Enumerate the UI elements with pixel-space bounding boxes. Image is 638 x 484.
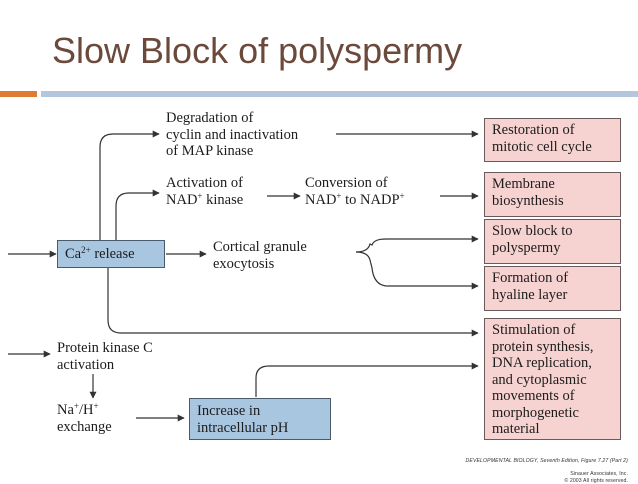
figure-credit: DEVELOPMENTAL BIOLOGY, Seventh Edition, … [465, 458, 628, 484]
protein-kinase-c-label: Protein kinase C activation [57, 340, 153, 373]
title-accent-bar [0, 91, 37, 97]
hyaline-box: Formation of hyaline layer [484, 266, 621, 311]
restoration-box: Restoration of mitotic cell cycle [484, 118, 621, 162]
exchange-label: Na+/H+ exchange [57, 401, 112, 435]
brace-cortical [355, 235, 479, 253]
activation-nad-kinase-label: Activation of NAD+ kinase [166, 175, 244, 208]
arrow-ph-stimulation [255, 362, 479, 397]
slide-title: Slow Block of polyspermy [52, 30, 463, 71]
increase-ph-box: Increase in intracellular pH [189, 398, 331, 440]
stimulation-box: Stimulation of protein synthesis, DNA re… [484, 318, 621, 440]
brace-cortical-lower [355, 251, 479, 290]
membrane-box: Membrane biosynthesis [484, 172, 621, 217]
ca-release-label: Ca2+ release [65, 245, 135, 263]
cortical-granule-label: Cortical granule exocytosis [213, 239, 307, 272]
arrow-ca-stimulation [107, 268, 479, 337]
arrow-ca-activation [115, 189, 160, 240]
arrow-ca-degradation [99, 130, 160, 240]
degradation-label: Degradation of cyclin and inactivation o… [166, 110, 299, 159]
ca-release-box: Ca2+ release [57, 240, 165, 268]
conversion-label: Conversion of NAD+ to NADP+ [305, 175, 405, 208]
title-divider-bar [41, 91, 638, 97]
slow-block-box: Slow block to polyspermy [484, 219, 621, 264]
